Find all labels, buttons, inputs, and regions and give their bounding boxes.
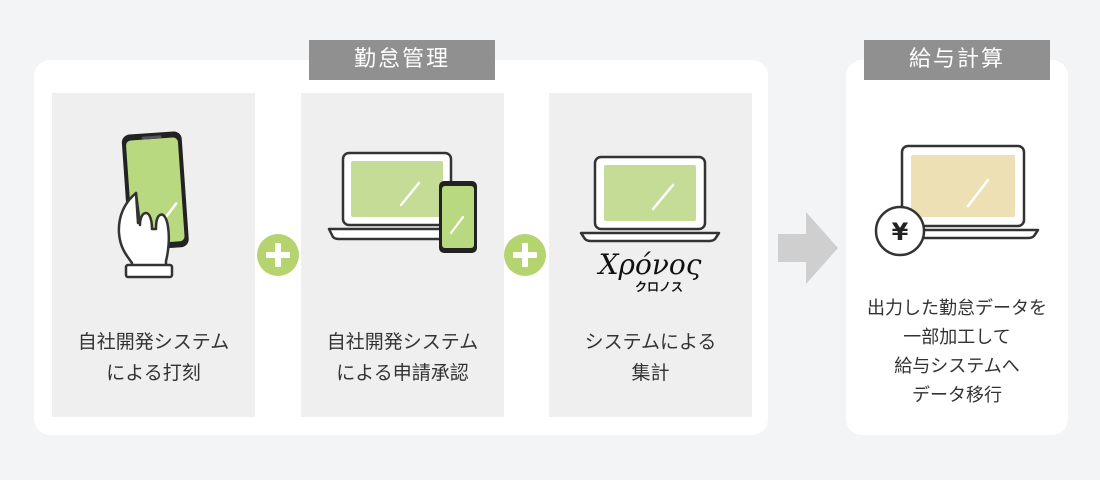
smartphone-hand-icon	[117, 131, 189, 279]
payroll-section-label: 給与計算	[864, 40, 1050, 80]
caption-line: 自社開発システム	[326, 331, 479, 353]
laptop-smartphone-icon	[327, 151, 477, 253]
yen-coin-icon	[874, 205, 926, 257]
plus-circle-icon	[504, 234, 546, 276]
yen-symbol: ¥	[892, 218, 909, 246]
caption-line: 集計	[631, 362, 670, 384]
caption-line: 出力した勤怠データを	[867, 298, 1047, 319]
plus-circle-icon	[257, 234, 299, 276]
caption-line: による申請承認	[336, 362, 469, 384]
caption-line: 一部加工して	[903, 327, 1011, 348]
laptop-yen-icon: ¥	[874, 144, 1040, 257]
chronos-logo-greek: Χρόνος	[597, 248, 702, 281]
step-caption-approval: 自社開発システム による申請承認	[301, 327, 504, 389]
attendance-section-label: 勤怠管理	[309, 40, 495, 80]
laptop-icon: Χρόνος クロノス	[579, 155, 721, 294]
step-card-approval: 自社開発システム による申請承認	[301, 93, 504, 417]
step-caption-clock-in: 自社開発システム による打刻	[52, 327, 255, 389]
caption-line: 給与システムへ	[894, 356, 1020, 377]
caption-line: システムによる	[584, 331, 717, 353]
step-card-aggregation: Χρόνος クロノス システムによる 集計	[549, 93, 752, 417]
chronos-logo: Χρόνος クロノス	[597, 248, 702, 294]
caption-line: による打刻	[106, 362, 201, 384]
caption-line: 自社開発システム	[77, 331, 230, 353]
step-card-clock-in: 自社開発システム による打刻	[52, 93, 255, 417]
caption-line: データ移行	[912, 385, 1002, 406]
arrow-right-icon	[778, 212, 838, 284]
payroll-caption: 出力した勤怠データを 一部加工して 給与システムへ データ移行	[846, 294, 1068, 410]
step-caption-aggregation: システムによる 集計	[549, 327, 752, 389]
chronos-logo-katakana: クロノス	[635, 280, 683, 294]
